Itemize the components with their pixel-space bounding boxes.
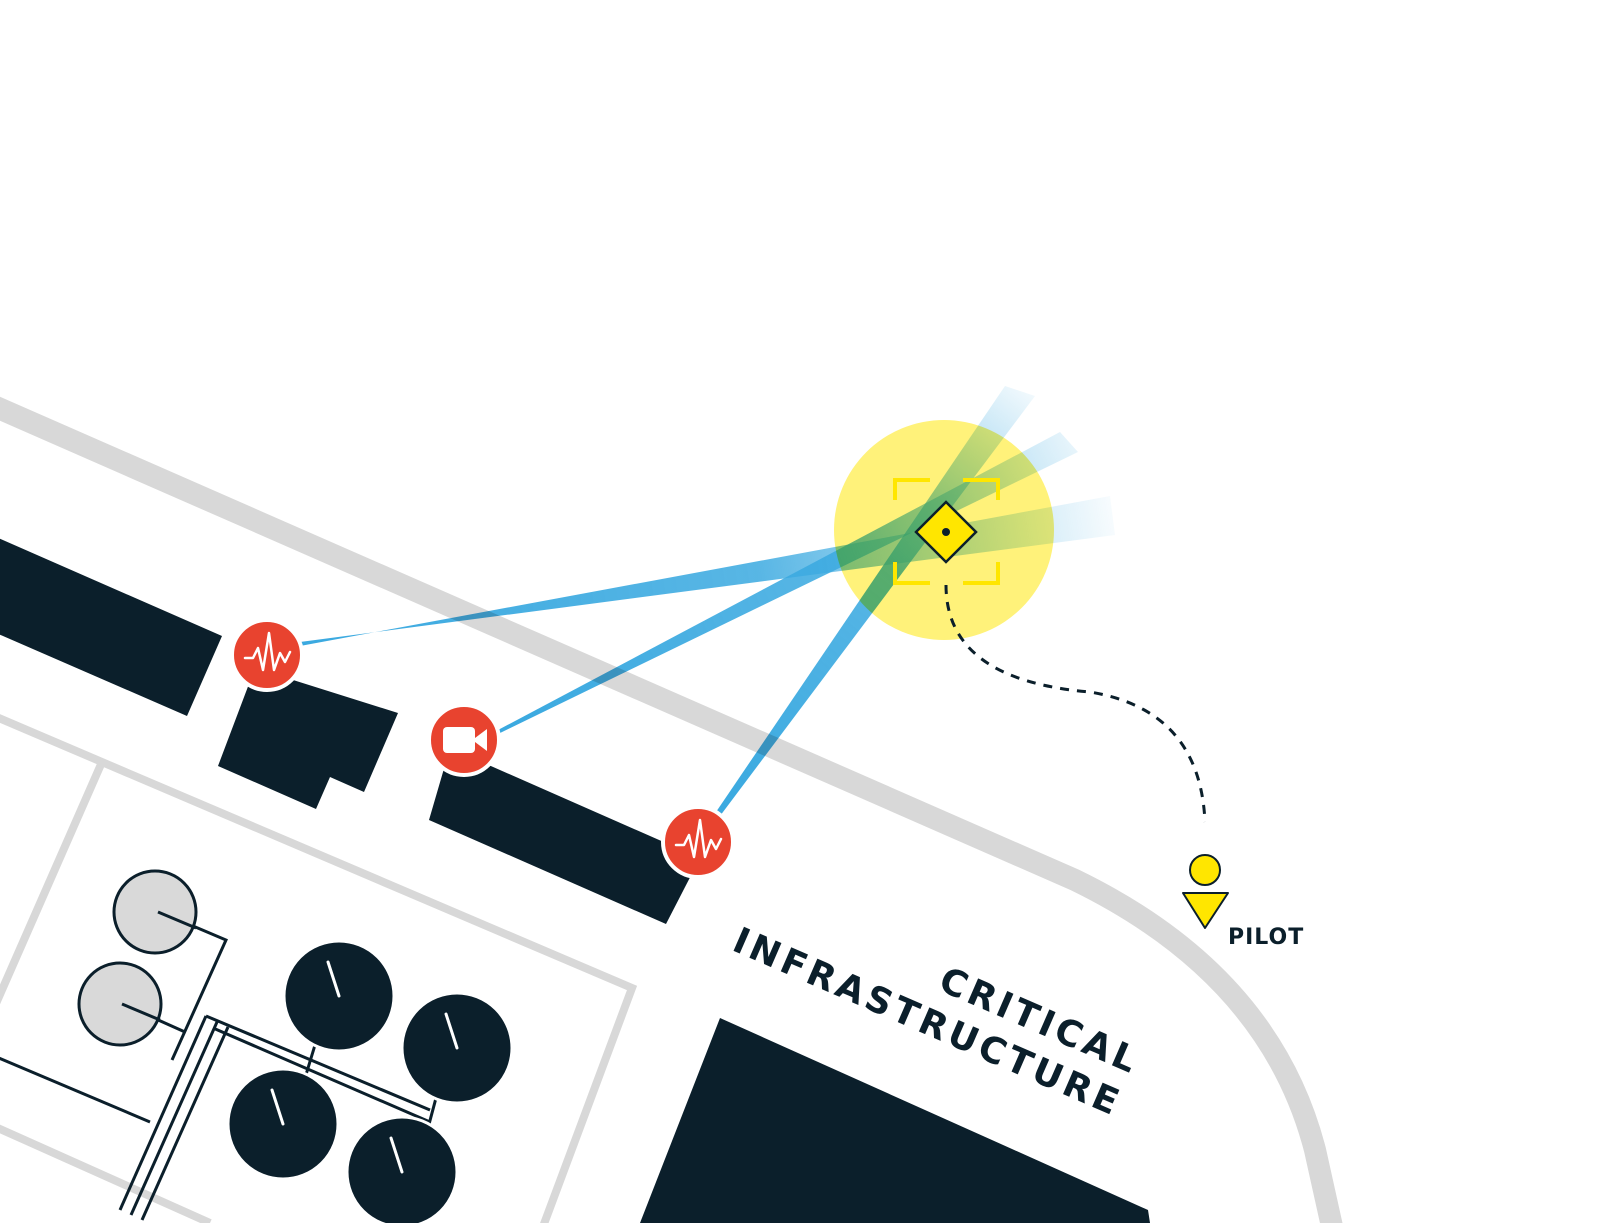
waveform-icon [674,818,723,859]
video-camera-icon [443,727,487,753]
building-critical-infrastructure [640,1018,1150,1223]
detection-beams [300,386,1115,816]
tank-farm [0,869,514,1223]
pilot-label: PILOT [1228,925,1304,950]
tank-light-1 [112,869,198,955]
drone-diamond-icon[interactable] [914,500,978,564]
building-west [0,538,222,716]
building-long [429,748,700,924]
sensor-waveform-1[interactable] [230,618,304,692]
beam-sensor-2 [716,386,1035,816]
tank-gauges [270,960,459,1174]
roads [0,396,1343,1223]
sensor-camera[interactable] [427,703,501,777]
target-lock-brackets [893,478,1000,585]
sensor-waveform-2[interactable] [661,805,735,879]
pipes [0,910,438,1221]
pilot-person-icon[interactable] [1182,854,1229,929]
compound-fence [0,714,638,1223]
main-road [0,396,1343,1223]
pilot-control-link [944,584,1207,823]
waveform-icon [243,631,292,672]
tanks-dark [226,939,514,1223]
tank-light-2 [77,961,163,1047]
buildings [0,538,1150,1223]
building-l-shaped [218,668,398,809]
